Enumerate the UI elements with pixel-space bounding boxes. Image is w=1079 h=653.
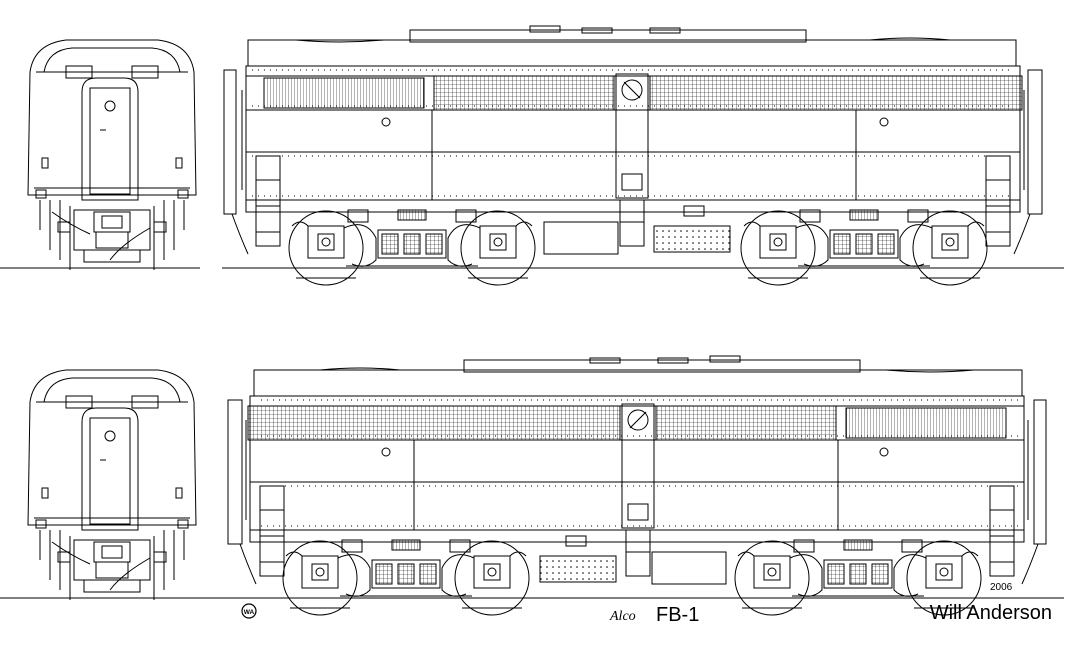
side-view-lower (206, 356, 1048, 615)
side-view-upper (222, 26, 1064, 285)
author-name: Will Anderson (930, 602, 1052, 624)
builder-signature: Alco (609, 609, 636, 624)
model-name: FB-1 (656, 604, 699, 626)
logo-seal: WA (241, 603, 257, 619)
front-view-lower (0, 369, 201, 601)
logo-text: WA (244, 609, 255, 616)
drawing-year: 2006 (990, 582, 1013, 593)
front-view-upper (0, 39, 201, 271)
